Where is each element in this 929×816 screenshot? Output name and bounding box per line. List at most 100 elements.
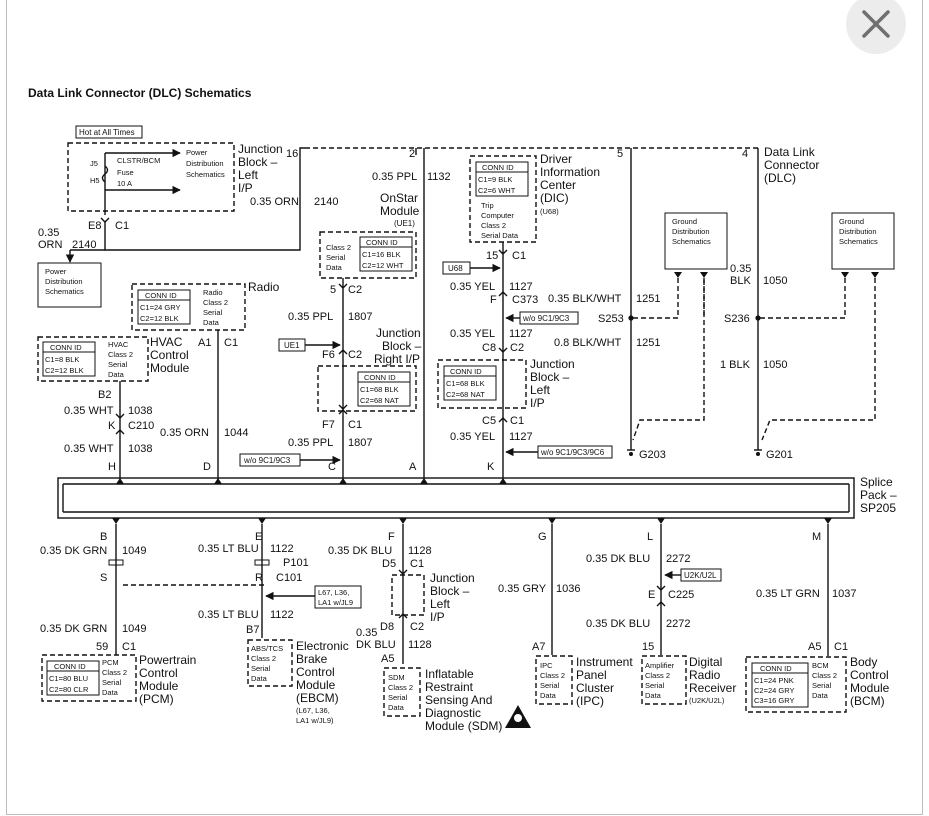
svg-text:(EBCM): (EBCM) xyxy=(296,691,339,705)
onstar-module: OnStar Module (UE1) 2 Class 2 Serial Dat… xyxy=(319,148,420,296)
svg-text:A5: A5 xyxy=(381,653,394,665)
svg-text:Panel: Panel xyxy=(576,668,607,682)
svg-text:Ground: Ground xyxy=(839,217,864,226)
svg-text:Serial: Serial xyxy=(326,253,346,262)
svg-text:Serial: Serial xyxy=(251,664,271,673)
svg-text:0.35: 0.35 xyxy=(38,227,59,239)
svg-text:1038: 1038 xyxy=(128,405,152,417)
svg-text:Control: Control xyxy=(296,665,335,679)
svg-text:Control: Control xyxy=(850,668,889,682)
electronic-brake-control-module: B7 ABS/TCS Class 2 Serial Data Electroni… xyxy=(246,624,349,725)
svg-text:F6: F6 xyxy=(322,349,335,361)
svg-text:Instrument: Instrument xyxy=(576,655,633,669)
svg-text:1036: 1036 xyxy=(556,583,580,595)
svg-text:Radio: Radio xyxy=(203,288,223,297)
svg-text:HVAC: HVAC xyxy=(108,340,129,349)
svg-text:C2=68 NAT: C2=68 NAT xyxy=(360,396,399,405)
svg-text:C1: C1 xyxy=(512,250,526,262)
airbag-warning-icon xyxy=(505,705,531,728)
svg-text:CONN ID: CONN ID xyxy=(54,662,86,671)
svg-text:PCM: PCM xyxy=(102,658,119,667)
close-button[interactable] xyxy=(846,0,906,54)
svg-text:(U2K/U2L): (U2K/U2L) xyxy=(689,696,725,705)
svg-text:D5: D5 xyxy=(382,558,396,570)
svg-text:Data: Data xyxy=(645,691,662,700)
svg-text:1128: 1128 xyxy=(408,639,432,651)
svg-text:C1: C1 xyxy=(122,641,136,653)
svg-text:Data: Data xyxy=(251,674,268,683)
svg-text:1049: 1049 xyxy=(122,623,146,635)
svg-text:Connector: Connector xyxy=(764,158,819,172)
wire-1132-circuit: 1132 xyxy=(427,171,451,183)
svg-text:CONN ID: CONN ID xyxy=(450,367,482,376)
svg-text:Left: Left xyxy=(430,597,451,611)
svg-text:Powertrain: Powertrain xyxy=(139,653,196,667)
svg-text:0.8 BLK/WHT: 0.8 BLK/WHT xyxy=(554,337,622,349)
svg-text:H5: H5 xyxy=(90,176,100,185)
svg-text:P101: P101 xyxy=(283,557,309,569)
svg-text:15: 15 xyxy=(486,250,498,262)
svg-text:0.35 PPL: 0.35 PPL xyxy=(288,437,333,449)
svg-text:I/P: I/P xyxy=(430,610,445,624)
svg-text:1050: 1050 xyxy=(763,275,787,287)
svg-text:Distribution: Distribution xyxy=(45,277,83,286)
svg-text:1122: 1122 xyxy=(270,543,294,555)
svg-text:C2=12 BLK: C2=12 BLK xyxy=(45,366,84,375)
svg-text:C2=12 WHT: C2=12 WHT xyxy=(362,261,404,270)
svg-text:Data: Data xyxy=(108,370,125,379)
svg-text:G: G xyxy=(538,531,547,543)
svg-text:CONN ID: CONN ID xyxy=(760,664,792,673)
svg-text:ORN: ORN xyxy=(38,239,63,251)
svg-text:Restraint: Restraint xyxy=(425,680,474,694)
svg-text:(U68): (U68) xyxy=(540,207,559,216)
svg-text:Serial: Serial xyxy=(108,360,128,369)
svg-text:Sensing And: Sensing And xyxy=(425,693,492,707)
svg-text:1127: 1127 xyxy=(509,431,533,443)
svg-text:Distribution: Distribution xyxy=(672,227,710,236)
svg-text:0.35 ORN: 0.35 ORN xyxy=(250,196,299,208)
svg-text:1037: 1037 xyxy=(832,588,856,600)
svg-text:F7: F7 xyxy=(322,419,335,431)
svg-text:Electronic: Electronic xyxy=(296,639,349,653)
wire-1132-label: 0.35 PPL xyxy=(372,171,417,183)
svg-text:1044: 1044 xyxy=(224,427,248,439)
svg-text:Module: Module xyxy=(150,361,190,375)
svg-text:C2: C2 xyxy=(510,342,524,354)
svg-text:Power: Power xyxy=(186,148,208,157)
svg-text:0.35 BLK/WHT: 0.35 BLK/WHT xyxy=(548,293,622,305)
svg-text:w/o 9C1/9C3: w/o 9C1/9C3 xyxy=(243,456,291,465)
svg-text:Schematics: Schematics xyxy=(186,170,225,179)
svg-text:2140: 2140 xyxy=(72,239,96,251)
svg-text:C2=68 NAT: C2=68 NAT xyxy=(446,390,485,399)
svg-text:F: F xyxy=(388,531,395,543)
svg-text:Hot at All Times: Hot at All Times xyxy=(79,128,135,137)
svg-text:Information: Information xyxy=(540,165,600,179)
svg-text:Class 2: Class 2 xyxy=(645,671,670,680)
svg-text:(DLC): (DLC) xyxy=(764,171,796,185)
svg-text:E: E xyxy=(648,589,655,601)
svg-text:Data Link: Data Link xyxy=(764,145,816,159)
svg-text:BCM: BCM xyxy=(812,661,829,670)
svg-text:C101: C101 xyxy=(276,572,302,584)
svg-text:Cluster: Cluster xyxy=(576,681,614,695)
svg-text:Left: Left xyxy=(530,383,551,397)
svg-text:(L67, L36,: (L67, L36, xyxy=(296,706,330,715)
hvac-control-module: CONN ID C1=8 BLK C2=12 BLK HVAC Class 2 … xyxy=(37,335,190,401)
svg-text:16: 16 xyxy=(286,148,298,160)
svg-text:CONN ID: CONN ID xyxy=(50,343,82,352)
svg-text:1807: 1807 xyxy=(348,437,372,449)
svg-text:2140: 2140 xyxy=(314,196,338,208)
svg-text:C2=24 GRY: C2=24 GRY xyxy=(754,686,795,695)
svg-text:C1: C1 xyxy=(115,220,129,232)
svg-text:1050: 1050 xyxy=(763,359,787,371)
svg-text:Block –: Block – xyxy=(430,584,470,598)
data-link-connector-label: Data Link Connector (DLC) xyxy=(764,145,819,185)
svg-text:w/o 9C1/9C3/9C6: w/o 9C1/9C3/9C6 xyxy=(540,448,605,457)
svg-text:G203: G203 xyxy=(639,449,666,461)
svg-text:H: H xyxy=(108,461,116,473)
svg-text:Data: Data xyxy=(102,688,119,697)
svg-text:C8: C8 xyxy=(482,342,496,354)
radio-module: CONN ID C1=24 GRY C2=12 BLK Radio Class … xyxy=(131,280,280,349)
svg-text:Module (SDM): Module (SDM) xyxy=(425,719,502,733)
svg-text:0.35 ORN: 0.35 ORN xyxy=(160,427,209,439)
